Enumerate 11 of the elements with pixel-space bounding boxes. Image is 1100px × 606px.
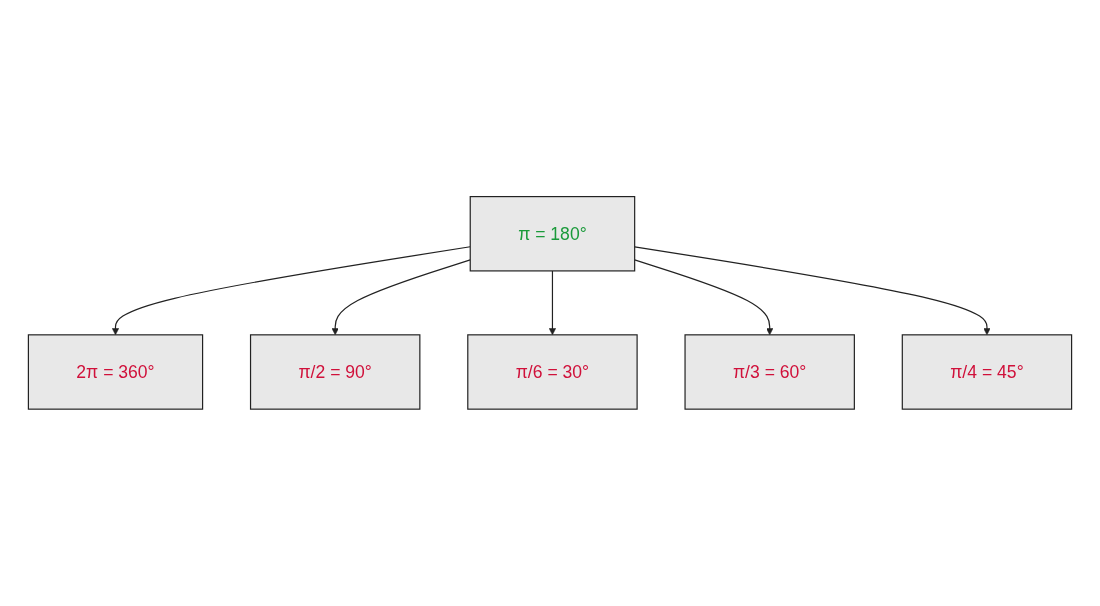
node-box: π/3 = 60°	[684, 334, 855, 410]
node-box: π = 180°	[469, 196, 636, 272]
arrow	[634, 246, 991, 336]
arrow	[634, 259, 774, 336]
node-box: π/4 = 45°	[901, 334, 1073, 410]
node-box: 2π = 360°	[27, 334, 204, 410]
arrow	[331, 259, 471, 336]
node-box: π/6 = 30°	[467, 334, 638, 410]
arrow	[112, 246, 471, 336]
node-box: π/2 = 90°	[249, 334, 421, 410]
arrow	[548, 270, 556, 336]
